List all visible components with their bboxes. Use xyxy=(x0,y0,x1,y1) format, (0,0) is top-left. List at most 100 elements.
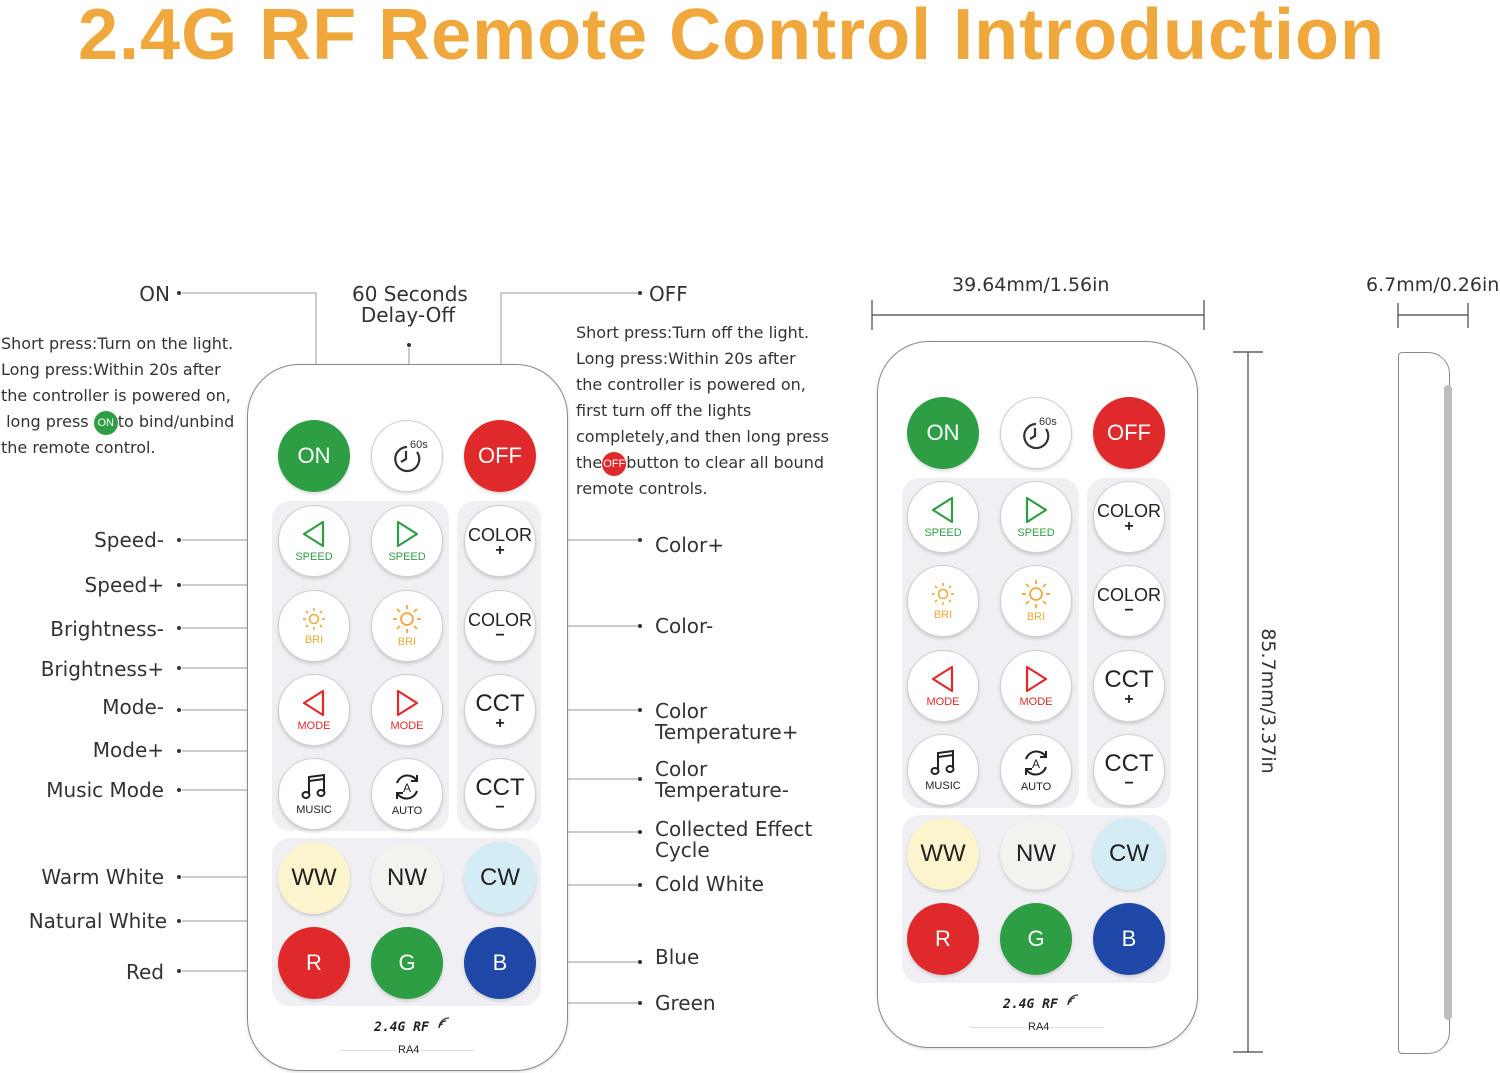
label-color-temp-minus-line1: Color xyxy=(655,757,708,781)
label-collected-line1: Collected Effect xyxy=(655,817,813,841)
triangle-right-icon xyxy=(1025,496,1048,524)
off-description: Short press:Turn off the light. Long pre… xyxy=(576,323,829,498)
label-color-temp-minus-line2: Temperature- xyxy=(655,778,789,802)
triangle-left-icon xyxy=(931,496,954,524)
brightness-minus-button[interactable]: BRI xyxy=(278,590,350,662)
timer-button[interactable]: 60s xyxy=(371,420,443,492)
mode-plus-button[interactable]: MODE xyxy=(371,674,443,746)
on-button-2[interactable]: ON xyxy=(907,397,979,469)
blue-button[interactable]: B xyxy=(464,927,536,999)
cct-plus-button[interactable]: CCT + xyxy=(464,674,536,746)
label-speed-minus: Speed- xyxy=(94,528,164,552)
speed-minus-button[interactable]: SPEED xyxy=(278,505,350,577)
triangle-right-icon xyxy=(1025,665,1048,693)
label-cold-white: Cold White xyxy=(655,872,764,896)
triangle-right-icon xyxy=(396,689,419,717)
music-button-2[interactable]: MUSIC xyxy=(907,734,979,806)
label-color-temp-plus-line2: Temperature+ xyxy=(655,720,799,744)
svg-text:60s: 60s xyxy=(410,439,428,451)
label-warm-white: Warm White xyxy=(41,865,164,889)
ww-button-2[interactable]: WW xyxy=(907,818,979,890)
color-plus-button-2[interactable]: COLOR + xyxy=(1093,481,1165,553)
model-label-2: RA4 xyxy=(1026,1021,1052,1033)
cct-minus-button[interactable]: CCT − xyxy=(464,758,536,830)
label-green: Green xyxy=(655,991,716,1015)
mode-minus-button[interactable]: MODE xyxy=(278,674,350,746)
wireless-signal-icon xyxy=(1067,994,1079,1006)
label-color-plus: Color+ xyxy=(655,533,724,557)
triangle-left-icon xyxy=(931,665,954,693)
timer-icon: 60s xyxy=(394,439,428,473)
thickness-dimension: 6.7mm/0.26in xyxy=(1366,274,1500,296)
label-color-temp-plus-line1: Color xyxy=(655,699,708,723)
sun-large-icon xyxy=(1022,580,1050,608)
brand-logo: 2.4G RF xyxy=(374,1020,429,1035)
side-profile-shade xyxy=(1444,385,1452,1020)
wireless-signal-icon xyxy=(438,1017,450,1029)
label-music-mode: Music Mode xyxy=(46,778,164,802)
brightness-plus-button[interactable]: BRI xyxy=(371,590,443,662)
label-blue: Blue xyxy=(655,945,700,969)
green-button-2[interactable]: G xyxy=(1000,903,1072,975)
green-button[interactable]: G xyxy=(371,927,443,999)
label-color-minus: Color- xyxy=(655,614,714,638)
red-button-2[interactable]: R xyxy=(907,903,979,975)
label-delay-off-line2: Delay-Off xyxy=(360,303,456,327)
label-delay-off-line1: 60 Seconds xyxy=(352,282,468,306)
off-button-2[interactable]: OFF xyxy=(1093,397,1165,469)
cw-button-2[interactable]: CW xyxy=(1093,818,1165,890)
cw-button[interactable]: CW xyxy=(464,842,536,914)
color-minus-button-2[interactable]: COLOR − xyxy=(1093,565,1165,637)
color-plus-button[interactable]: COLOR + xyxy=(464,505,536,577)
off-button[interactable]: OFF xyxy=(464,420,536,492)
triangle-left-icon xyxy=(302,689,325,717)
blue-button-2[interactable]: B xyxy=(1093,903,1165,975)
label-mode-plus: Mode+ xyxy=(92,738,164,762)
mode-minus-button-2[interactable]: MODE xyxy=(907,650,979,722)
auto-cycle-icon: A xyxy=(396,774,418,800)
brightness-minus-button-2[interactable]: BRI xyxy=(907,565,979,637)
label-on: ON xyxy=(139,282,170,306)
auto-button[interactable]: A AUTO xyxy=(371,758,443,830)
inline-on-button-icon: ON xyxy=(93,410,118,435)
sun-large-icon xyxy=(393,605,421,633)
svg-text:60s: 60s xyxy=(1039,416,1057,428)
on-description: Short press:Turn on the light. Long pres… xyxy=(1,334,235,457)
timer-icon: 60s xyxy=(1023,416,1057,450)
model-label: RA4 xyxy=(396,1044,422,1056)
label-speed-plus: Speed+ xyxy=(84,573,164,597)
triangle-right-icon xyxy=(396,520,419,548)
svg-text:A: A xyxy=(403,781,411,795)
inline-off-button-icon: OFF xyxy=(602,451,627,476)
color-minus-button[interactable]: COLOR − xyxy=(464,590,536,662)
timer-button-2[interactable]: 60s xyxy=(1000,397,1072,469)
triangle-left-icon xyxy=(302,520,325,548)
music-note-icon xyxy=(930,749,955,775)
label-red: Red xyxy=(126,960,164,984)
mode-plus-button-2[interactable]: MODE xyxy=(1000,650,1072,722)
label-brightness-minus: Brightness- xyxy=(50,617,164,641)
auto-button-2[interactable]: A AUTO xyxy=(1000,734,1072,806)
on-button[interactable]: ON xyxy=(278,420,350,492)
brightness-plus-button-2[interactable]: BRI xyxy=(1000,565,1072,637)
width-dimension: 39.64mm/1.56in xyxy=(952,274,1110,296)
label-off: OFF xyxy=(649,282,688,306)
speed-minus-button-2[interactable]: SPEED xyxy=(907,481,979,553)
brand-logo-2: 2.4G RF xyxy=(1003,997,1058,1012)
page-title: 2.4G RF Remote Control Introduction xyxy=(78,0,1385,75)
speed-plus-button[interactable]: SPEED xyxy=(371,505,443,577)
music-button[interactable]: MUSIC xyxy=(278,758,350,830)
label-mode-minus: Mode- xyxy=(102,695,164,719)
remote-side-profile xyxy=(1398,352,1450,1054)
nw-button[interactable]: NW xyxy=(371,842,443,914)
sun-small-icon xyxy=(932,583,954,605)
red-button[interactable]: R xyxy=(278,927,350,999)
speed-plus-button-2[interactable]: SPEED xyxy=(1000,481,1072,553)
cct-minus-button-2[interactable]: CCT − xyxy=(1093,734,1165,806)
ww-button[interactable]: WW xyxy=(278,842,350,914)
cct-plus-button-2[interactable]: CCT + xyxy=(1093,650,1165,722)
music-note-icon xyxy=(301,773,326,799)
nw-button-2[interactable]: NW xyxy=(1000,818,1072,890)
label-brightness-plus: Brightness+ xyxy=(40,657,164,681)
